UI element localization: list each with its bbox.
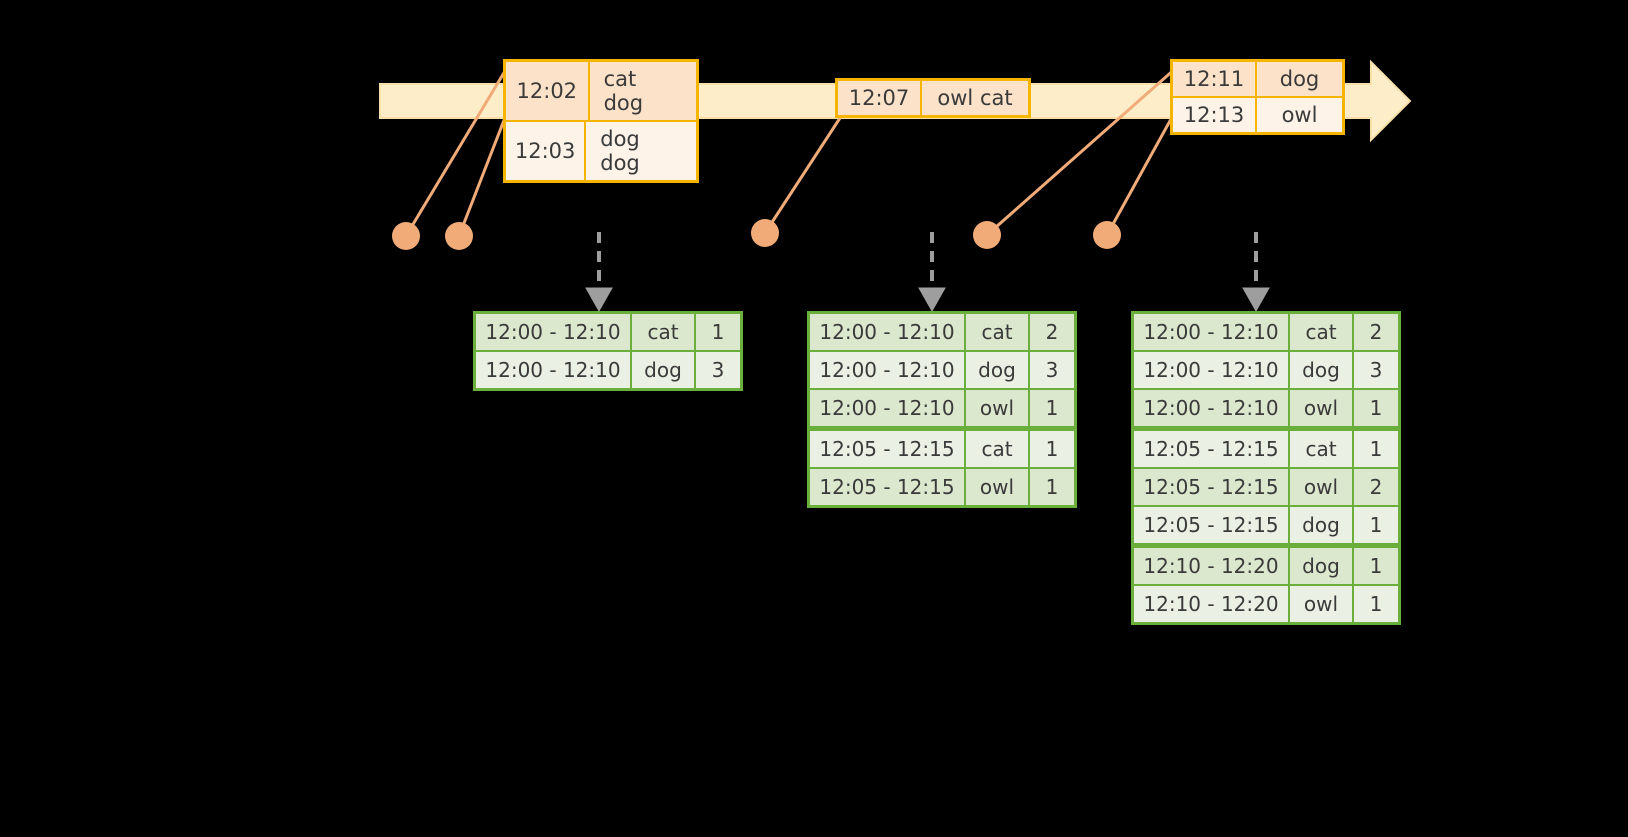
cell-count: 1 xyxy=(1354,507,1398,543)
event-words: cat dog xyxy=(589,62,696,120)
cell-window: 12:00 - 12:10 xyxy=(1134,352,1290,388)
emit-arrow-1 xyxy=(585,232,613,313)
cell-count: 3 xyxy=(696,352,740,388)
event-row: 12:11 dog xyxy=(1173,62,1342,96)
cell-window: 12:00 - 12:10 xyxy=(1134,314,1290,350)
event-time: 12:13 xyxy=(1173,98,1257,132)
cell-window: 12:00 - 12:10 xyxy=(810,352,966,388)
emit-arrow-3 xyxy=(1242,232,1270,313)
cell-count: 1 xyxy=(696,314,740,350)
cell-window: 12:00 - 12:10 xyxy=(810,314,966,350)
cell-count: 1 xyxy=(1354,431,1398,467)
event-row: 12:07 owl cat xyxy=(838,81,1028,115)
cell-word: cat xyxy=(966,314,1030,350)
cell-window: 12:05 - 12:15 xyxy=(810,469,966,505)
cell-count: 3 xyxy=(1030,352,1074,388)
event-row: 12:13 owl xyxy=(1173,96,1342,132)
cell-count: 1 xyxy=(1354,390,1398,426)
cell-word: owl xyxy=(966,390,1030,426)
cell-word: dog xyxy=(1290,352,1354,388)
cell-window: 12:00 - 12:10 xyxy=(476,314,632,350)
event-time: 12:02 xyxy=(506,62,590,120)
connector-line-1 xyxy=(404,65,510,237)
cell-word: dog xyxy=(1290,507,1354,543)
connector-line-3 xyxy=(763,117,842,234)
cell-window: 12:05 - 12:15 xyxy=(1134,507,1290,543)
event-dots xyxy=(392,219,1121,250)
cell-word: dog xyxy=(1290,548,1354,584)
event-dot-2 xyxy=(445,222,473,250)
emit-arrow-2 xyxy=(918,232,946,313)
cell-window: 12:00 - 12:10 xyxy=(810,390,966,426)
event-words: owl xyxy=(1257,98,1342,132)
event-time: 12:07 xyxy=(838,81,922,115)
cell-count: 1 xyxy=(1030,469,1074,505)
emit-arrows xyxy=(585,232,1270,313)
cell-window: 12:00 - 12:10 xyxy=(476,352,632,388)
cell-window: 12:10 - 12:20 xyxy=(1134,548,1290,584)
connector-line-2 xyxy=(457,109,510,237)
cell-window: 12:10 - 12:20 xyxy=(1134,586,1290,622)
cell-word: owl xyxy=(1290,390,1354,426)
event-group-2: 12:07 owl cat xyxy=(835,78,1031,118)
event-words: owl cat xyxy=(922,81,1028,115)
cell-word: dog xyxy=(632,352,696,388)
event-dot-1 xyxy=(392,222,420,250)
cell-window: 12:05 - 12:15 xyxy=(1134,469,1290,505)
cell-count: 1 xyxy=(1354,586,1398,622)
cell-word: cat xyxy=(1290,314,1354,350)
event-words: dog dog xyxy=(586,122,696,180)
event-words: dog xyxy=(1257,62,1342,96)
cell-window: 12:00 - 12:10 xyxy=(1134,390,1290,426)
cell-count: 2 xyxy=(1354,314,1398,350)
event-row: 12:02 cat dog xyxy=(506,62,696,120)
cell-word: owl xyxy=(1290,469,1354,505)
event-dot-3 xyxy=(751,219,779,247)
cell-count: 2 xyxy=(1354,469,1398,505)
event-group-3: 12:11 dog 12:13 owl xyxy=(1170,59,1345,135)
cell-count: 1 xyxy=(1030,431,1074,467)
cell-window: 12:05 - 12:15 xyxy=(810,431,966,467)
cell-word: cat xyxy=(632,314,696,350)
cell-count: 2 xyxy=(1030,314,1074,350)
event-time: 12:11 xyxy=(1173,62,1257,96)
cell-word: owl xyxy=(966,469,1030,505)
event-time: 12:03 xyxy=(506,122,587,180)
cell-word: cat xyxy=(966,431,1030,467)
connector-line-5 xyxy=(1105,109,1178,236)
cell-word: cat xyxy=(1290,431,1354,467)
cell-count: 3 xyxy=(1354,352,1398,388)
cell-count: 1 xyxy=(1030,390,1074,426)
event-dot-5 xyxy=(1093,221,1121,249)
cell-count: 1 xyxy=(1354,548,1398,584)
event-row: 12:03 dog dog xyxy=(506,120,696,180)
cell-word: dog xyxy=(966,352,1030,388)
cell-word: owl xyxy=(1290,586,1354,622)
event-dot-4 xyxy=(973,221,1001,249)
event-group-1: 12:02 cat dog 12:03 dog dog xyxy=(503,59,699,183)
cell-window: 12:05 - 12:15 xyxy=(1134,431,1290,467)
